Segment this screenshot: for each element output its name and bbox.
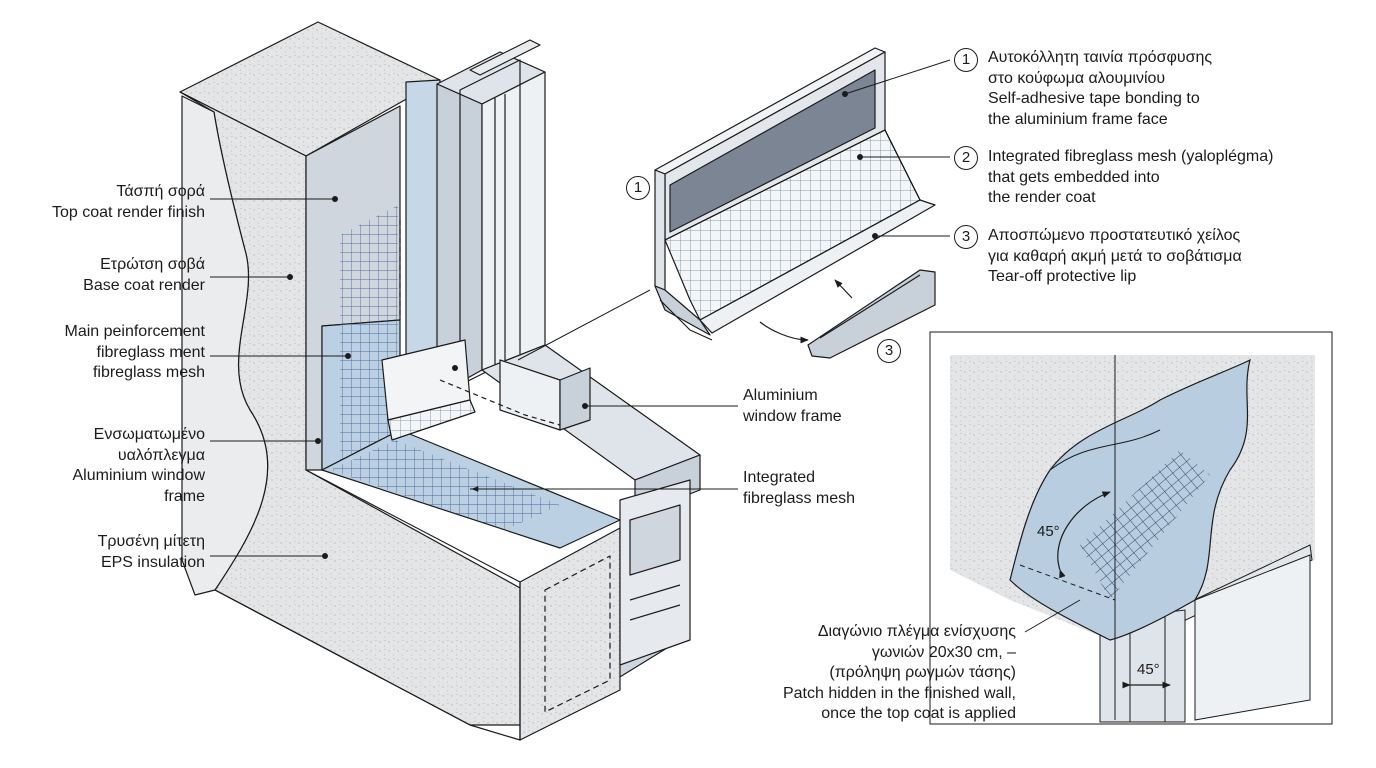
label-line: Base coat render [83, 276, 205, 294]
label-line: frame [164, 487, 205, 505]
label-line: γωνιών 20x30 cm, – [871, 643, 1016, 661]
label-line: Top coat render finish [52, 203, 205, 221]
label-line: Αποσπώμενο προστατευτικό χείλος [988, 227, 1241, 244]
label-line: once the top coat is applied [821, 705, 1016, 722]
label-line: Integrated [743, 469, 816, 486]
label-line: Ετρώτση σοβά [100, 256, 205, 273]
label-line: fibreglass mesh [743, 489, 856, 507]
inset-angle-lower: 45° [1137, 661, 1160, 678]
label-line: υαλόπλεγμα [117, 446, 205, 464]
label-line: (πρόληψη ρωγμών τάσης) [829, 664, 1016, 681]
label-line: fibreglass mesh [92, 364, 205, 381]
profile-marker-1: 1 [626, 176, 650, 200]
inset-caption: Διαγώνιο πλέγμα ενίσχυσης γωνιών 20x30 c… [783, 622, 1016, 725]
bead-profile-drawing [654, 47, 936, 341]
label-line: για καθαρή ακμή μετά το σοβάτισμα [988, 247, 1242, 265]
label-line: στο κούφωμα αλουμινίου [988, 69, 1166, 87]
label-line: window frame [743, 407, 842, 425]
callout-1-text: Αυτοκόλλητη ταινία πρόσφυσης στο κούφωμα… [988, 48, 1212, 130]
label-integrated-mesh: Ενσωματωμένο υαλόπλεγμα Aluminium window… [73, 425, 206, 507]
inset-leader [1024, 599, 1081, 633]
label-line: Integrated fibreglass mesh (yaloplégma) [988, 148, 1274, 165]
label-line: Τρυσένη μίτετη [97, 533, 205, 550]
connector-frame-to-profile [517, 289, 651, 361]
label-line: Tear-off protective lip [988, 268, 1137, 285]
leader-dots [287, 91, 878, 559]
lip-curve-arrow [759, 321, 809, 344]
label-line: Ενσωματωμένο [93, 426, 205, 443]
label-fibreglass-mesh: Integrated fibreglass mesh [743, 468, 855, 509]
label-main-mesh: Main peinforcement fibreglass ment fibre… [64, 322, 205, 384]
corner-inset-drawing [929, 331, 1333, 725]
tear-off-lip-drawing [807, 269, 936, 359]
callout-2-text: Integrated fibreglass mesh (yaloplégma) … [988, 147, 1273, 209]
callout-number-3: 3 [954, 225, 978, 249]
label-line: Αυτοκόλλητη ταινία πρόσφυσης [988, 49, 1213, 66]
lip-up-arrow [834, 279, 853, 299]
label-aluminium-frame: Aluminium window frame [743, 386, 842, 427]
label-line: Τάσπή σορά [116, 183, 205, 200]
label-eps: Τρυσένη μίτετη EPS insulation [98, 532, 205, 573]
inset-angle-upper: 45° [1037, 523, 1060, 540]
callout-number-2: 2 [954, 146, 978, 170]
callout-number-1: 1 [954, 48, 978, 72]
label-line: EPS insulation [100, 553, 205, 571]
label-line: Patch hidden in the finished wall, [782, 684, 1016, 702]
label-line: the aluminium frame face [988, 110, 1168, 128]
label-line: that gets embedded into [988, 168, 1160, 186]
label-line: Διαγώνιο πλέγμα ενίσχυσης [817, 623, 1016, 640]
wall-section [179, 21, 681, 741]
aluminium-frame-drawing [381, 39, 701, 666]
label-line: Main peinforcement [64, 323, 205, 340]
label-line: Aluminium [743, 387, 818, 404]
label-line: the render coat [988, 189, 1096, 206]
label-top-coat: Τάσπή σορά Top coat render finish [52, 182, 205, 223]
label-line: Aluminium window [72, 467, 206, 484]
label-line: fibreglass ment [96, 343, 206, 361]
label-line: Self-adhesive tape bonding to [988, 90, 1200, 107]
callout-3-text: Αποσπώμενο προστατευτικό χείλος για καθα… [988, 226, 1242, 288]
profile-marker-3: 3 [877, 339, 901, 363]
label-base-coat: Ετρώτση σοβά Base coat render [83, 255, 205, 296]
